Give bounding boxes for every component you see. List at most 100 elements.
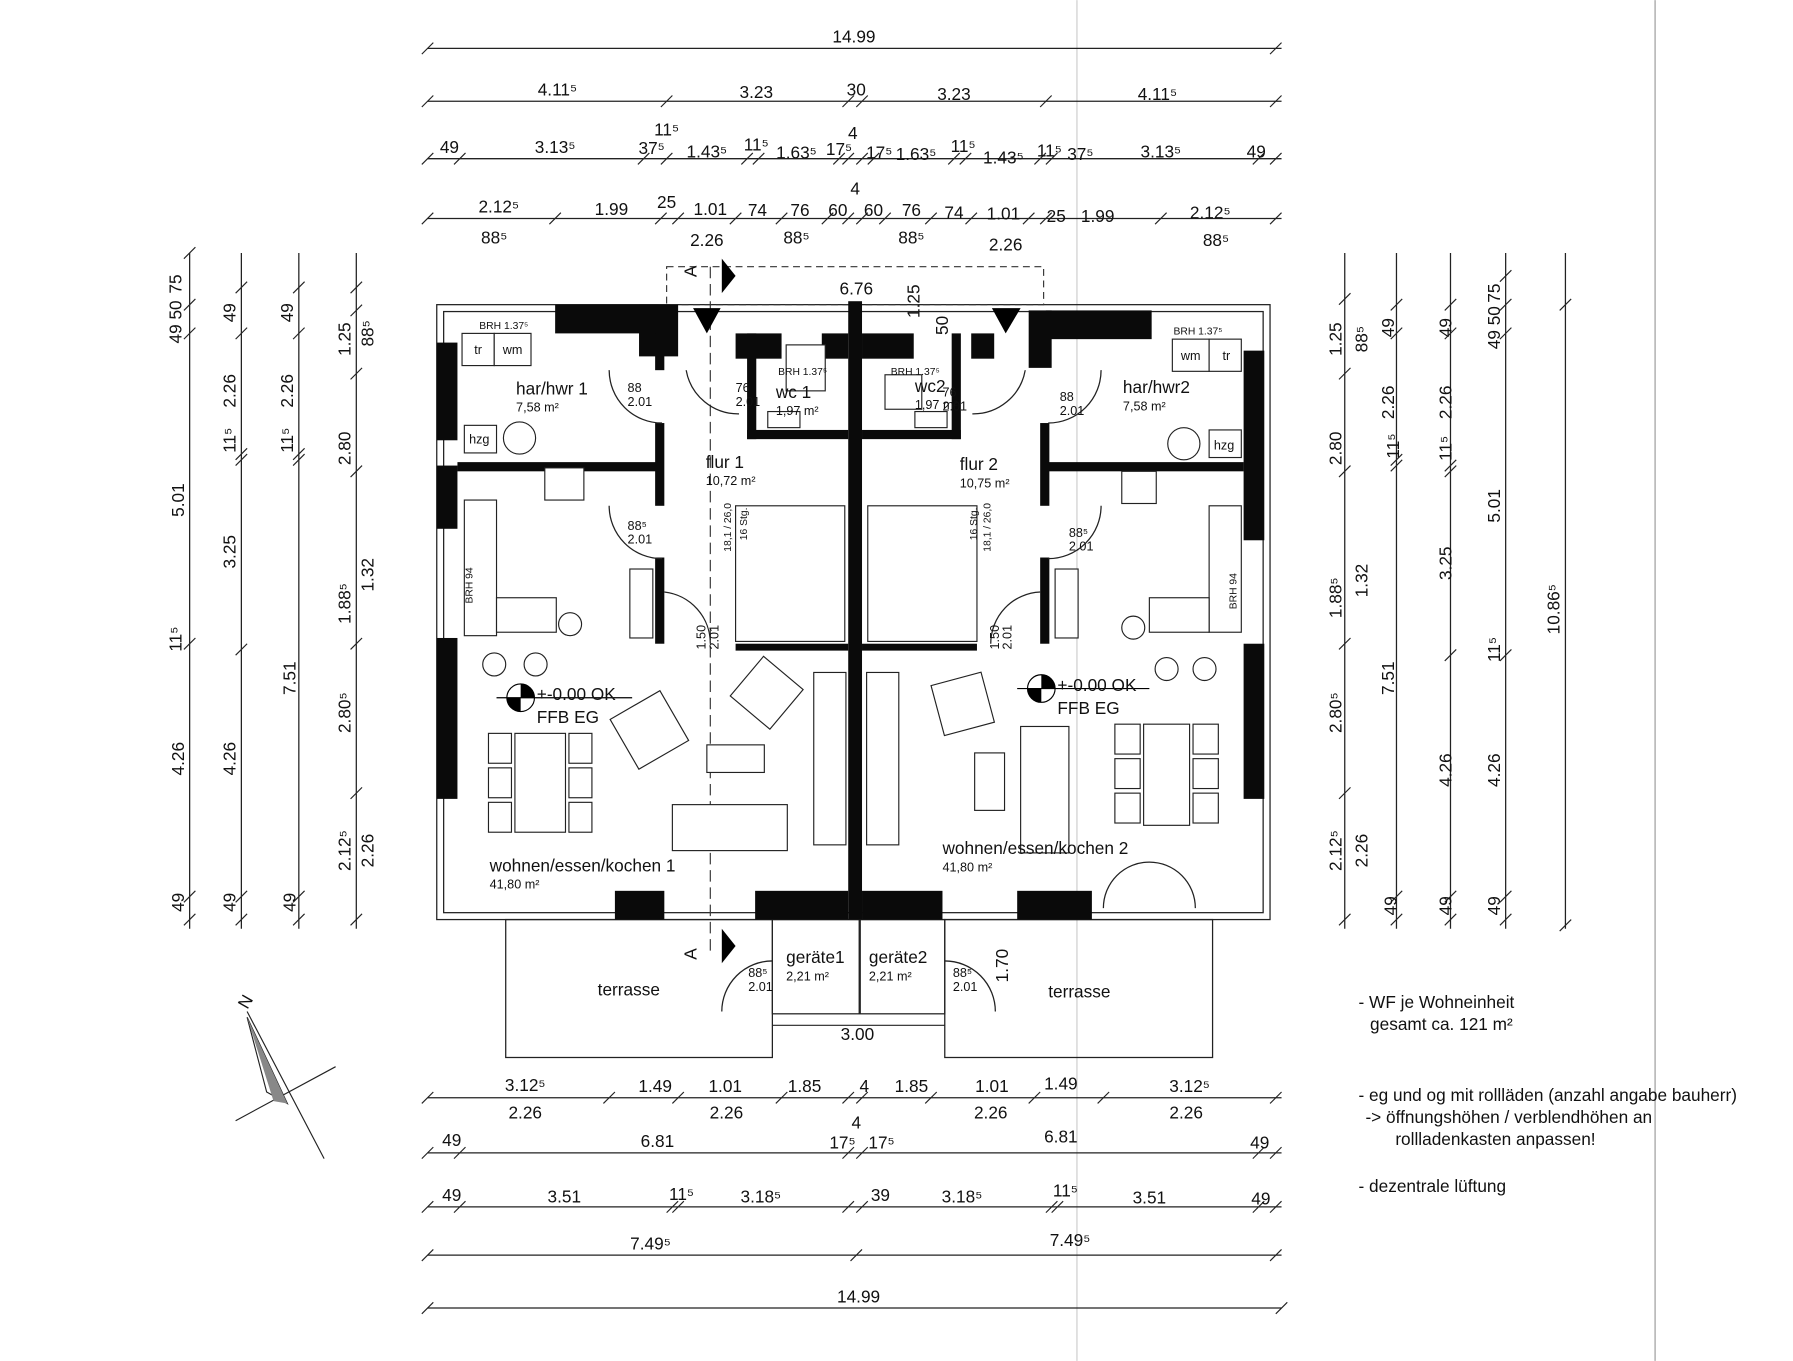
dimension-tick bbox=[1338, 292, 1351, 306]
dimension-label: 2.80⁵ bbox=[1325, 692, 1345, 733]
stair-label: 18,1 / 26,0 bbox=[983, 503, 994, 552]
door-width: 88⁵ bbox=[748, 966, 767, 980]
dimension-tick bbox=[842, 212, 855, 225]
doors bbox=[608, 370, 1196, 1012]
dimension-label: 11⁵ bbox=[166, 627, 186, 652]
dimension-tick bbox=[671, 212, 685, 225]
dimension-label: 3.13⁵ bbox=[535, 137, 576, 157]
dimension-tick bbox=[1390, 453, 1403, 466]
dimension-label: 1.49 bbox=[638, 1076, 672, 1096]
dimension-tick bbox=[842, 152, 855, 165]
dimension-tick bbox=[1154, 212, 1168, 225]
dimension-label: 11⁵ bbox=[1436, 436, 1456, 461]
dimension-label: 1.49 bbox=[1044, 1074, 1078, 1094]
dimension-label: 49 bbox=[279, 893, 299, 912]
dimension-label: 1.25 bbox=[903, 284, 923, 318]
dimension-tick bbox=[453, 1200, 466, 1214]
dimension-tick bbox=[1097, 1091, 1110, 1104]
room-name: flur 2 bbox=[960, 454, 998, 474]
dimension-label: 74 bbox=[748, 200, 768, 220]
dimension-tick bbox=[1028, 1091, 1041, 1104]
dimension-label: 2.26 bbox=[1352, 834, 1372, 868]
dimension-tick bbox=[1338, 637, 1351, 650]
level-label: FFB EG bbox=[1057, 698, 1119, 718]
dimension-label: 88⁵ bbox=[481, 228, 507, 248]
dimension-tick bbox=[350, 786, 363, 800]
stair-label: 18,1 / 26,0 bbox=[723, 503, 734, 552]
dimension-label: 49 bbox=[277, 303, 297, 322]
dimension-tick bbox=[1338, 367, 1351, 380]
dimension-tick bbox=[1499, 913, 1512, 926]
dimension-tick bbox=[867, 152, 880, 165]
dimension-label: 1.32 bbox=[358, 558, 378, 592]
dimension-label: 1.01 bbox=[708, 1076, 742, 1096]
dimension-label: 49 bbox=[1436, 318, 1456, 337]
dimension-tick bbox=[1499, 327, 1512, 340]
dimension-label: 11⁵ bbox=[654, 120, 679, 140]
dimension-label: 2.12⁵ bbox=[1325, 830, 1345, 871]
dimension-tick bbox=[1034, 152, 1047, 165]
dimension-label: 2.26 bbox=[690, 230, 724, 250]
dimension-tick bbox=[183, 246, 196, 260]
dimension-tick bbox=[1390, 459, 1403, 472]
dimension-tick bbox=[855, 95, 869, 108]
dimension-tick bbox=[1499, 649, 1512, 662]
note-line: -> öffnungshöhen / verblendhöhen an bbox=[1365, 1107, 1652, 1127]
dimension-tick bbox=[855, 1200, 869, 1214]
dimension-label: 2.26 bbox=[1169, 1102, 1203, 1122]
dimension-label: 14.99 bbox=[837, 1286, 880, 1306]
dimension-label: 25 bbox=[1047, 206, 1066, 226]
dimension-label: 1.25 bbox=[1325, 322, 1345, 356]
dimension-label: 1.85 bbox=[895, 1076, 929, 1096]
dimension-label: 49 50 bbox=[166, 300, 186, 343]
dimension-label: 1.63⁵ bbox=[776, 143, 817, 163]
dimension-label: 3.25 bbox=[220, 535, 240, 569]
dimension-tick bbox=[350, 367, 363, 380]
dimension-label: 37⁵ bbox=[639, 138, 665, 158]
dimension-label: 17⁵ bbox=[866, 143, 892, 163]
brh-label: BRH 1.37⁵ bbox=[778, 367, 827, 378]
dimension-tick bbox=[752, 152, 765, 165]
dimension-label: 11⁵ bbox=[1037, 140, 1062, 160]
dimension-tick bbox=[1559, 298, 1572, 311]
room-name: har/hwr 1 bbox=[516, 378, 588, 398]
room-area: 10,72 m² bbox=[706, 474, 756, 488]
dimension-label: 88⁵ bbox=[1203, 230, 1229, 250]
dimension-label: 49 bbox=[220, 893, 240, 912]
dimension-tick bbox=[421, 1146, 434, 1160]
dimension-tick bbox=[855, 1091, 869, 1104]
dimension-label: 1.99 bbox=[1081, 206, 1115, 226]
room-name: flur 1 bbox=[706, 452, 744, 472]
dimension-tick bbox=[1338, 465, 1351, 478]
dimension-tick bbox=[350, 304, 363, 317]
dimension-label: 11⁵ bbox=[1484, 637, 1504, 662]
dimension-tick bbox=[671, 1200, 685, 1214]
dimension-label: 1.99 bbox=[595, 199, 629, 219]
note-line: - eg und og mit rollläden (anzahl angabe… bbox=[1359, 1085, 1737, 1105]
dimension-tick bbox=[421, 1200, 434, 1214]
stair-label: 16 Stg. bbox=[969, 508, 980, 541]
appliance-label: tr bbox=[474, 343, 482, 357]
dimension-label: 17⁵ bbox=[829, 1132, 855, 1152]
dimension-label: 88⁵ bbox=[358, 320, 378, 346]
room-area: 2,21 m² bbox=[869, 969, 912, 983]
dimension-label: 17⁵ bbox=[826, 139, 852, 159]
dimension-label: 50 bbox=[932, 316, 952, 335]
dimension-tick bbox=[965, 212, 978, 225]
dimension-label: 49 bbox=[1251, 1189, 1270, 1209]
dimension-label: 37⁵ bbox=[1067, 144, 1093, 164]
door-width: 88 bbox=[628, 381, 642, 395]
room-area: 1,97 m² bbox=[915, 398, 958, 412]
door-height: 2.01 bbox=[628, 395, 653, 409]
dimension-label: 7.51 bbox=[279, 661, 299, 695]
dimension-tick bbox=[1269, 152, 1282, 165]
dimension-label: 2.80 bbox=[335, 432, 355, 466]
door-height: 2.01 bbox=[748, 980, 773, 994]
dimension-label: 4 bbox=[860, 1076, 870, 1096]
level-label: +-0.00 OK bbox=[1057, 675, 1137, 695]
dimension-label: 3.12⁵ bbox=[505, 1075, 546, 1095]
dimension-tick bbox=[1039, 95, 1053, 108]
dimension-tick bbox=[1390, 298, 1403, 311]
dimension-tick bbox=[1444, 890, 1457, 903]
dimension-label: 4.11⁵ bbox=[1138, 84, 1177, 104]
